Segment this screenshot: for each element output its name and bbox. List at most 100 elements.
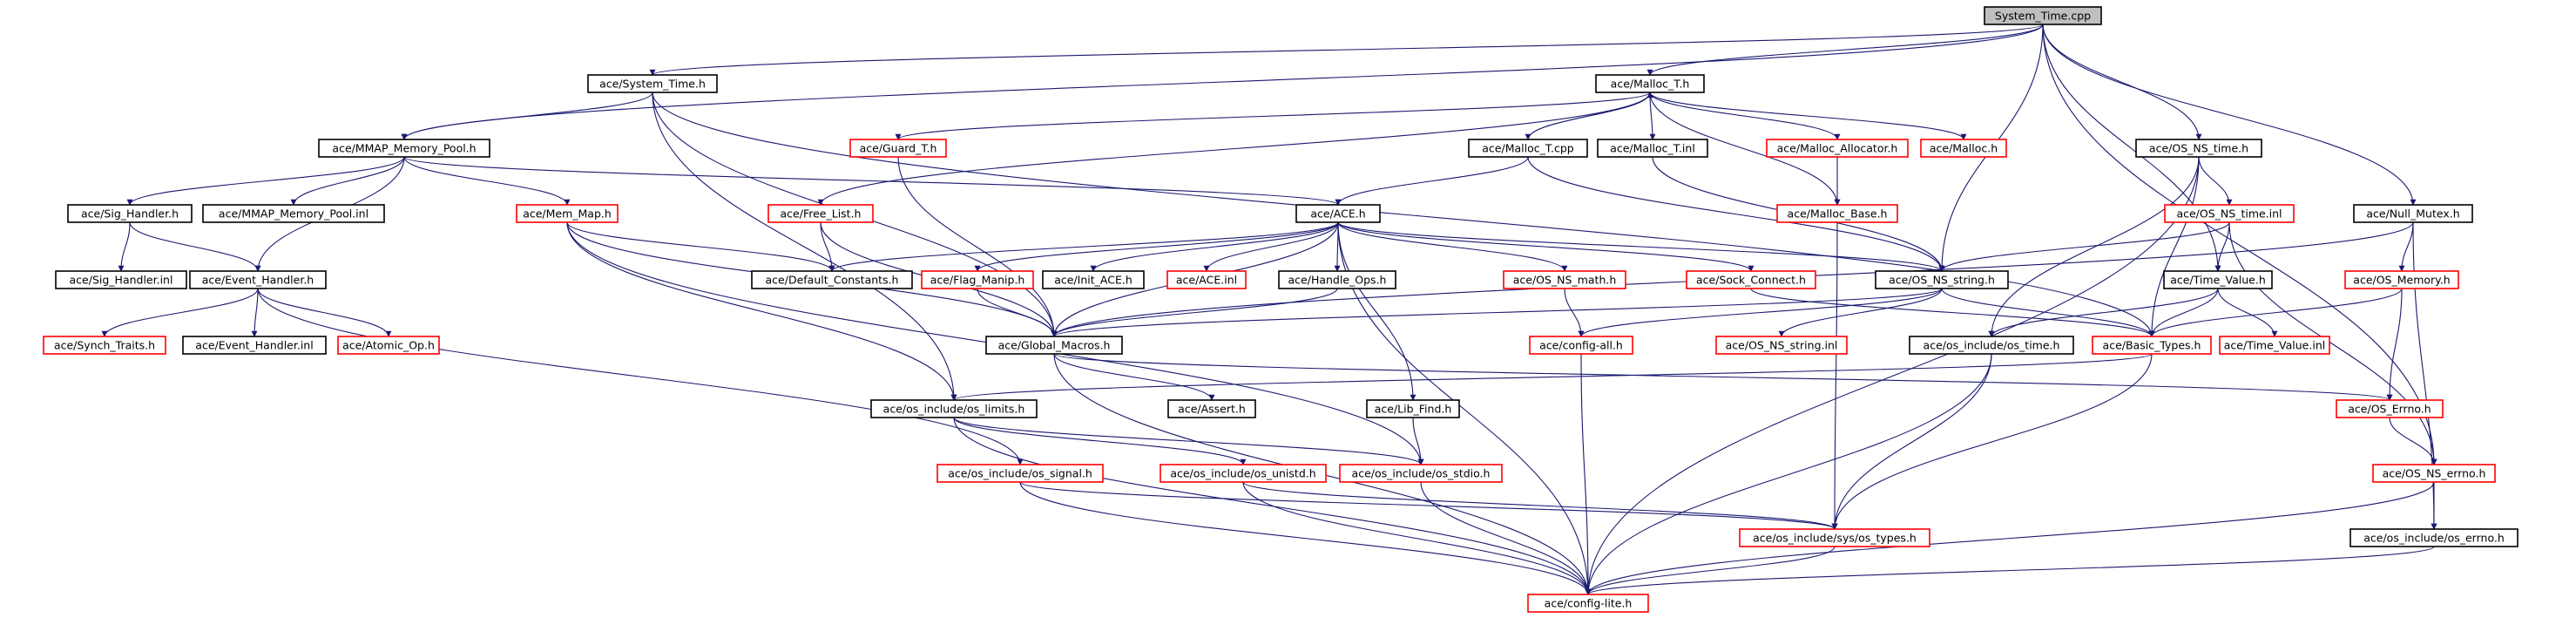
node-box	[1529, 336, 1633, 355]
node-box	[1909, 336, 2074, 355]
node-os-time-h[interactable]: ace/os_include/os_time.h	[1909, 336, 2074, 355]
node-label: ace/System_Time.h	[599, 78, 706, 91]
node-root[interactable]: System_Time.cpp	[1984, 6, 2102, 25]
node-os-memory-h[interactable]: ace/OS_Memory.h	[2344, 270, 2459, 289]
node-os-signal-h[interactable]: ace/os_include/os_signal.h	[936, 464, 1104, 483]
node-os-ns-errno-h[interactable]: ace/OS_NS_errno.h	[2372, 464, 2496, 483]
node-time-value-inl[interactable]: ace/Time_Value.inl	[2219, 336, 2330, 355]
node-sock-connect-h[interactable]: ace/Sock_Connect.h	[1686, 270, 1816, 289]
node-malloc-alloc-h[interactable]: ace/Malloc_Allocator.h	[1766, 139, 1909, 158]
node-label: ace/Malloc_Base.h	[1788, 207, 1888, 221]
node-label: ace/OS_NS_errno.h	[2383, 467, 2486, 480]
node-box	[2163, 270, 2273, 289]
node-label: ace/os_include/os_time.h	[1924, 339, 2060, 352]
node-label: ace/OS_Memory.h	[2353, 274, 2450, 287]
node-box	[2219, 336, 2330, 355]
node-basic-types-h[interactable]: ace/Basic_Types.h	[2092, 336, 2212, 355]
node-malloc-t-inl[interactable]: ace/Malloc_T.inl	[1597, 139, 1708, 158]
node-box	[936, 464, 1104, 483]
node-config-all-h[interactable]: ace/config-all.h	[1529, 336, 1633, 355]
edge-sig_handler_h-to-event_handler_h	[129, 221, 261, 272]
node-label: ace/OS_NS_time.h	[2149, 142, 2248, 155]
node-label: ace/Malloc_T.h	[1611, 78, 1690, 91]
edge-os_ns_string_h-to-basic_types_h	[1941, 288, 2155, 337]
node-ace-h[interactable]: ace/ACE.h	[1295, 204, 1381, 223]
node-flag-manip-h[interactable]: ace/Flag_Manip.h	[921, 270, 1034, 289]
node-box	[1278, 270, 1396, 289]
node-box	[2164, 204, 2295, 223]
node-os-ns-string-h[interactable]: ace/OS_NS_string.h	[1875, 270, 2009, 289]
node-handle-ops-h[interactable]: ace/Handle_Ops.h	[1278, 270, 1396, 289]
node-init-ace-h[interactable]: ace/Init_ACE.h	[1042, 270, 1145, 289]
edge-malloc_t_h-to-free_list_h	[817, 92, 1651, 206]
node-sig-handler-inl[interactable]: ace/Sig_Handler.inl	[55, 270, 187, 289]
node-null-mutex-h[interactable]: ace/Null_Mutex.h	[2353, 204, 2473, 223]
node-label: ace/os_include/sys/os_types.h	[1753, 532, 1917, 545]
node-os-include-os-errno-h[interactable]: ace/os_include/os_errno.h	[2350, 528, 2519, 547]
node-event-handler-inl[interactable]: ace/Event_Handler.inl	[182, 336, 327, 355]
node-os-stdio-h[interactable]: ace/os_include/os_stdio.h	[1339, 464, 1503, 483]
edge-event_handler_h-to-synch_traits_h	[101, 288, 259, 337]
edges-layer	[101, 24, 2437, 595]
node-malloc-h[interactable]: ace/Malloc.h	[1920, 139, 2007, 158]
node-free-list-h[interactable]: ace/Free_List.h	[767, 204, 874, 223]
node-default-constants-h[interactable]: ace/Default_Constants.h	[751, 270, 913, 289]
node-sig-handler-h[interactable]: ace/Sig_Handler.h	[67, 204, 193, 223]
node-global-macros-h[interactable]: ace/Global_Macros.h	[985, 336, 1123, 355]
node-label: ace/ACE.inl	[1176, 274, 1237, 287]
node-os-unistd-h[interactable]: ace/os_include/os_unistd.h	[1160, 464, 1327, 483]
node-lib-find-h[interactable]: ace/Lib_Find.h	[1366, 399, 1460, 418]
node-assert-h[interactable]: ace/Assert.h	[1167, 399, 1256, 418]
edge-root-to-sys_time_h	[649, 24, 2044, 76]
node-box	[921, 270, 1034, 289]
edge-os_signal_h-to-config_lite_h	[1019, 481, 1592, 595]
node-box	[985, 336, 1123, 355]
edge-ace_h-to-lib_find_h	[1337, 221, 1416, 401]
node-mem-map-h[interactable]: ace/Mem_Map.h	[516, 204, 619, 223]
node-os-ns-time-inl[interactable]: ace/OS_NS_time.inl	[2164, 204, 2295, 223]
node-label: ace/OS_NS_string.h	[1889, 274, 1995, 287]
edge-global_macros_h-to-assert_h	[1053, 353, 1215, 401]
node-event-handler-h[interactable]: ace/Event_Handler.h	[189, 270, 327, 289]
edge-os_errno_h-to-os_ns_errno_h	[2389, 417, 2437, 465]
edge-os_ns_time_h-to-os_time_h	[1988, 156, 2200, 337]
node-malloc-t-cpp[interactable]: ace/Malloc_T.cpp	[1468, 139, 1588, 158]
node-os-ns-math-h[interactable]: ace/OS_NS_math.h	[1503, 270, 1626, 289]
edge-sys_time_h-to-basic_types_h	[652, 92, 2155, 337]
node-box	[2092, 336, 2212, 355]
node-guard-t-h[interactable]: ace/Guard_T.h	[849, 139, 947, 158]
node-label: System_Time.cpp	[1995, 10, 2091, 23]
edge-mmap_pool_h-to-mem_map_h	[403, 156, 571, 206]
node-box	[1595, 74, 1705, 93]
node-sys-time-h[interactable]: ace/System_Time.h	[587, 74, 718, 93]
node-sys-os-types-h[interactable]: ace/os_include/sys/os_types.h	[1739, 528, 1930, 547]
node-label: ace/Time_Value.h	[2170, 274, 2266, 287]
edge-basic_types_h-to-os_limits_h	[950, 353, 2153, 401]
node-mmap-pool-h[interactable]: ace/MMAP_Memory_Pool.h	[318, 139, 490, 158]
node-os-ns-time-h[interactable]: ace/OS_NS_time.h	[2135, 139, 2262, 158]
node-os-ns-string-inl[interactable]: ace/OS_NS_string.inl	[1715, 336, 1848, 355]
node-box	[1686, 270, 1816, 289]
node-label: ace/config-lite.h	[1545, 597, 1633, 610]
node-malloc-base-h[interactable]: ace/Malloc_Base.h	[1776, 204, 1898, 223]
node-label: ace/Flag_Manip.h	[930, 274, 1025, 287]
node-time-value-h[interactable]: ace/Time_Value.h	[2163, 270, 2273, 289]
edge-mem_map_h-to-default_constants_h	[566, 221, 835, 272]
node-mmap-pool-inl[interactable]: ace/MMAP_Memory_Pool.inl	[202, 204, 385, 223]
edge-ace_h-to-ace_inl	[1203, 221, 1339, 272]
nodes-layer: System_Time.cpp ace/System_Time.h ace/Mall…	[43, 6, 2519, 613]
node-malloc-t-h[interactable]: ace/Malloc_T.h	[1595, 74, 1705, 93]
edge-ace_h-to-sock_connect_h	[1337, 221, 1755, 272]
node-os-errno-h[interactable]: ace/OS_Errno.h	[2336, 399, 2444, 418]
node-synch-traits-h[interactable]: ace/Synch_Traits.h	[43, 336, 166, 355]
node-config-lite-h[interactable]: ace/config-lite.h	[1527, 594, 1649, 613]
node-atomic-op-h[interactable]: ace/Atomic_Op.h	[337, 336, 440, 355]
edge-free_list_h-to-default_constants_h	[820, 221, 835, 272]
node-os-limits-h[interactable]: ace/os_include/os_limits.h	[870, 399, 1038, 418]
node-ace-inl[interactable]: ace/ACE.inl	[1166, 270, 1247, 289]
edge-os_unistd_h-to-sys_os_types_h	[1242, 481, 1838, 530]
node-label: ace/MMAP_Memory_Pool.inl	[219, 207, 368, 221]
node-box	[1527, 594, 1649, 613]
